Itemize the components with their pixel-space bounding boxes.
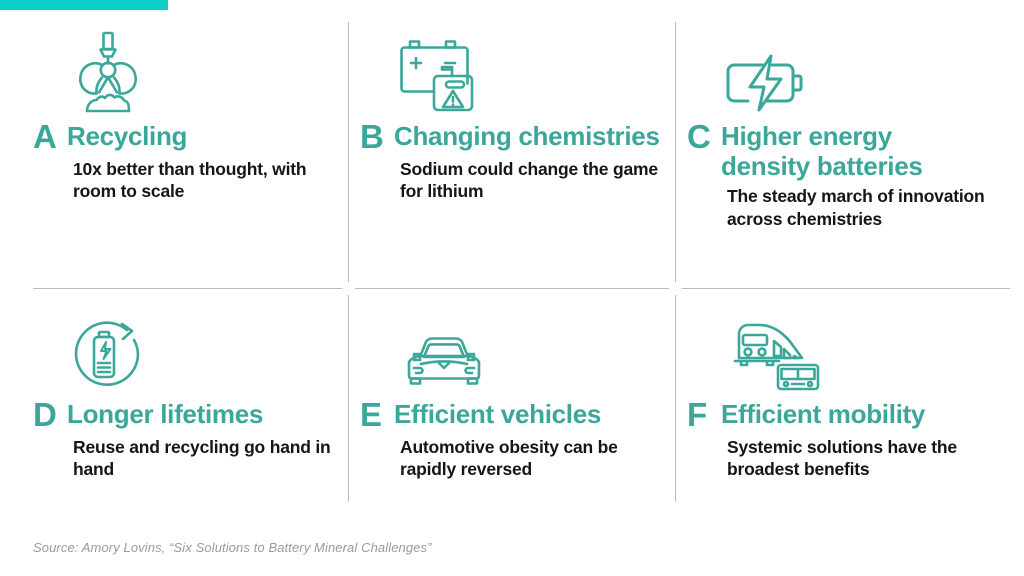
vertical-divider-1 [348, 22, 349, 502]
car-front-icon [360, 300, 660, 392]
battery-lightning-bolt-icon [687, 22, 987, 114]
panel-a: A Recycling 10x better than thought, wit… [33, 22, 333, 202]
panel-f-heading: F Efficient mobility [687, 398, 987, 432]
panel-c: C Higher energy density batteries The st… [687, 22, 987, 230]
panel-b-subtitle: Sodium could change the game for lithium [400, 158, 658, 202]
vertical-divider-2 [675, 22, 676, 502]
crane-claw-grabber-icon [33, 22, 333, 114]
panel-e-letter: E [360, 396, 382, 433]
panel-f-letter: F [687, 396, 707, 433]
panel-b-letter: B [360, 118, 384, 155]
panel-b-title: Changing chemistries [394, 121, 660, 151]
panel-d-title: Longer lifetimes [67, 399, 264, 429]
source-note: Source: Amory Lovins, “Six Solutions to … [33, 540, 432, 555]
divider-intersection-gap-2 [669, 282, 682, 295]
panel-d-letter: D [33, 396, 57, 433]
battery-recycle-arrow-icon [33, 300, 333, 392]
panel-e: E Efficient vehicles Automotive obesity … [360, 300, 660, 480]
panel-b-heading: B Changing chemistries [360, 120, 660, 154]
panel-d-subtitle: Reuse and recycling go hand in hand [73, 436, 331, 480]
divider-intersection-gap-1 [342, 282, 355, 295]
panel-e-title: Efficient vehicles [394, 399, 602, 429]
battery-and-chemical-canister-icon [360, 22, 660, 114]
panel-a-letter: A [33, 118, 57, 155]
top-accent-bar [0, 0, 168, 10]
panel-c-title: Higher energy density batteries [721, 121, 923, 181]
panel-e-subtitle: Automotive obesity can be rapidly revers… [400, 436, 618, 480]
panel-f-subtitle: Systemic solutions have the broadest ben… [727, 436, 957, 480]
panel-b: B Changing chemistries Sodium could chan… [360, 22, 660, 202]
panel-f: F Efficient mobility Systemic solutions … [687, 300, 987, 480]
panel-f-title: Efficient mobility [721, 399, 926, 429]
train-and-bus-icon [687, 300, 987, 392]
panel-e-heading: E Efficient vehicles [360, 398, 660, 432]
panel-a-heading: A Recycling [33, 120, 333, 154]
panel-a-subtitle: 10x better than thought, with room to sc… [73, 158, 307, 202]
panel-d: D Longer lifetimes Reuse and recycling g… [33, 300, 333, 480]
panel-d-heading: D Longer lifetimes [33, 398, 333, 432]
panel-a-title: Recycling [67, 121, 188, 151]
panel-c-letter: C [687, 118, 711, 155]
horizontal-divider [33, 288, 1010, 289]
panel-c-subtitle: The steady march of innovation across ch… [727, 186, 985, 229]
panel-c-heading: C Higher energy density batteries [687, 120, 987, 181]
panel-grid: A Recycling 10x better than thought, wit… [0, 10, 1024, 515]
